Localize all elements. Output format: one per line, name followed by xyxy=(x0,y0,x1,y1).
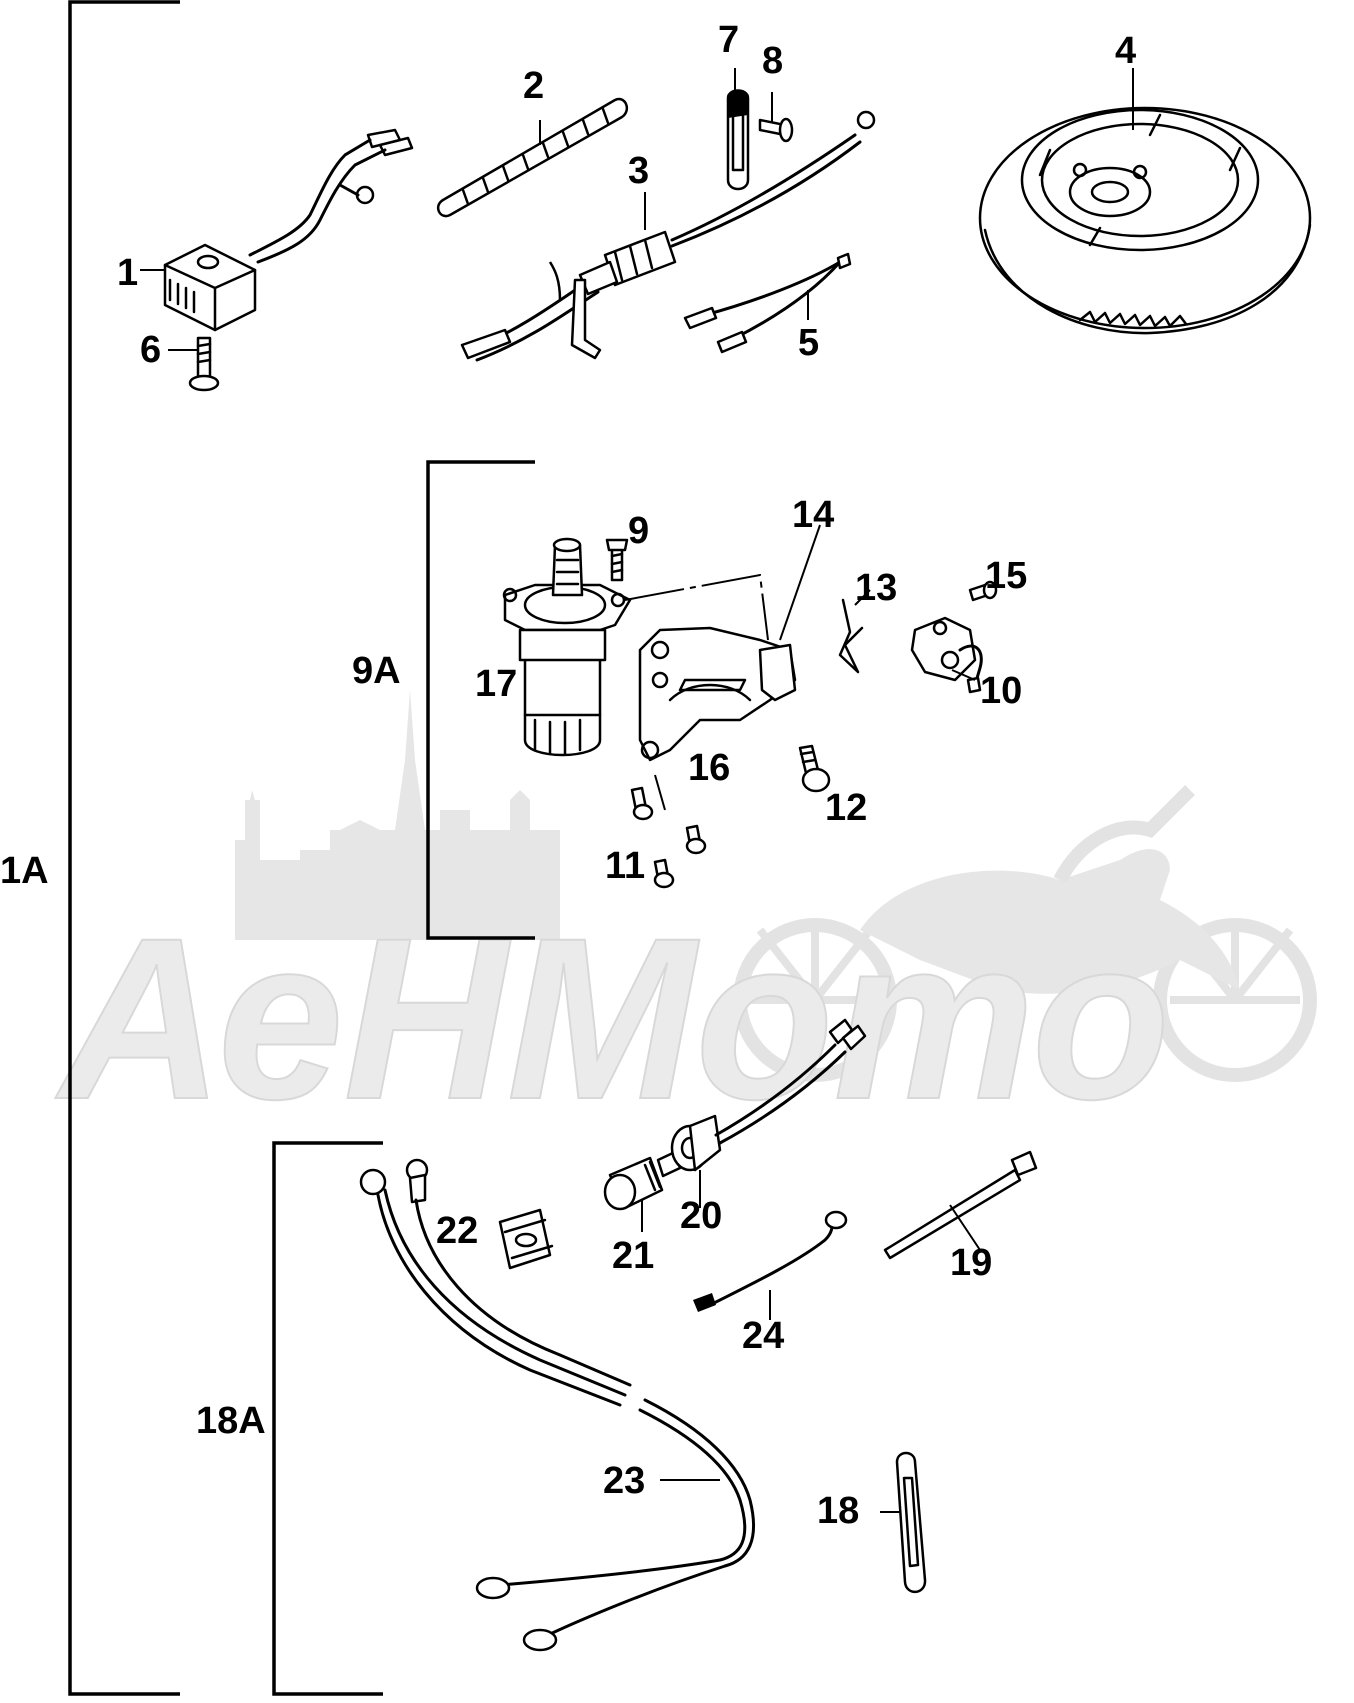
callout-20: 20 xyxy=(680,1195,722,1237)
callout-6: 6 xyxy=(140,329,161,371)
leader-lines xyxy=(140,68,1134,1513)
callout-2: 2 xyxy=(523,65,544,107)
callout-17: 17 xyxy=(475,663,517,705)
bolt-12 xyxy=(798,744,831,793)
callout-5: 5 xyxy=(798,322,819,364)
rectifier-block xyxy=(163,128,414,332)
callout-19: 19 xyxy=(950,1242,992,1284)
callout-15: 15 xyxy=(985,555,1027,597)
flywheel xyxy=(978,106,1312,335)
bracket-9A xyxy=(426,460,535,940)
callout-labels: 1 2 3 4 5 6 7 8 9 10 11 12 13 14 15 16 1… xyxy=(117,19,1136,1532)
clip-7 xyxy=(726,89,750,191)
callout-12: 12 xyxy=(825,787,867,829)
ground-wire xyxy=(693,1210,848,1312)
wire-sleeve xyxy=(436,97,629,218)
starter-switch xyxy=(603,1150,682,1211)
bracket-1A xyxy=(68,0,180,1696)
switch-lead xyxy=(714,1018,867,1145)
callout-13: 13 xyxy=(855,567,897,609)
group-label-18A: 18A xyxy=(196,1400,266,1442)
callout-23: 23 xyxy=(603,1460,645,1502)
callout-14: 14 xyxy=(792,494,834,536)
callout-18: 18 xyxy=(817,1490,859,1532)
watermark-skyline xyxy=(235,690,560,940)
callout-21: 21 xyxy=(612,1235,654,1277)
strap-18 xyxy=(895,1451,927,1594)
callout-22: 22 xyxy=(436,1210,478,1252)
spring-clip xyxy=(838,598,864,674)
screw-15 xyxy=(968,580,998,602)
watermark: АеНМото xyxy=(54,690,1317,1148)
starter-motor xyxy=(502,537,632,757)
cable-tie xyxy=(883,1150,1038,1260)
ignition-coil-wire xyxy=(460,110,876,362)
callout-24: 24 xyxy=(742,1315,784,1357)
callout-8: 8 xyxy=(762,40,783,82)
screw-8 xyxy=(758,117,794,143)
callout-7: 7 xyxy=(718,19,739,61)
callout-16: 16 xyxy=(688,747,730,789)
clamp xyxy=(498,1208,554,1270)
callout-3: 3 xyxy=(628,150,649,192)
watermark-motorcycle xyxy=(733,785,1317,1082)
starter-bracket xyxy=(638,626,797,762)
callout-1: 1 xyxy=(117,252,138,294)
screw-6 xyxy=(188,336,220,392)
group-label-9A: 9A xyxy=(352,650,401,692)
watermark-text: АеНМото xyxy=(55,890,1170,1147)
callout-11: 11 xyxy=(605,845,645,887)
switch xyxy=(910,616,983,694)
grommet xyxy=(670,1114,722,1172)
jumper-wire xyxy=(683,252,852,354)
assembly-line xyxy=(624,573,769,641)
bolt-9 xyxy=(605,538,629,582)
bracket-18A xyxy=(272,1141,383,1696)
group-label-1A: 1A xyxy=(0,850,49,892)
group-labels: 1A 9A 18A xyxy=(0,650,401,1442)
callout-10: 10 xyxy=(980,670,1022,712)
callout-4: 4 xyxy=(1115,30,1136,72)
battery-cable xyxy=(359,1158,755,1652)
screws-11 xyxy=(630,786,707,889)
callout-9: 9 xyxy=(628,510,649,552)
